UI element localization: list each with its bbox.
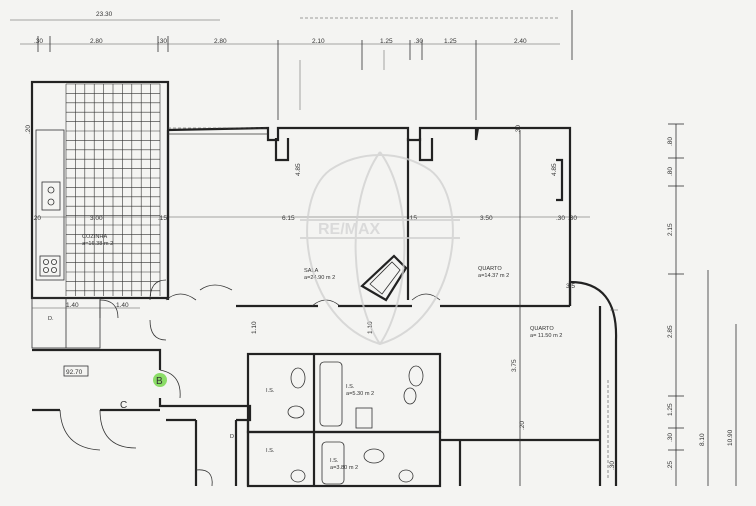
dim-kitchen-4: 6.15 — [282, 215, 295, 222]
dim-right-edge: .30 — [609, 461, 616, 470]
dim-top-6: 1.25 — [380, 38, 393, 45]
dim-kitchen-5: .15 — [408, 215, 417, 222]
dim-top-total: 23.30 — [96, 11, 113, 18]
watermark-text: RE/MAX — [318, 221, 381, 238]
corridor-walls — [32, 280, 618, 487]
dim-kitchen-3: .15 — [158, 215, 167, 222]
bath2-area: a=3.80 m 2 — [330, 465, 358, 471]
dim-top-9: 2.40 — [514, 38, 527, 45]
sala-area: a=24.90 m 2 — [304, 275, 335, 281]
dim-kitchen-1: .20 — [32, 215, 41, 222]
marker-b[interactable]: B — [153, 373, 167, 387]
dim-right-5: 1.25 — [667, 403, 674, 416]
dim-top-4: 2.80 — [214, 38, 227, 45]
dim-wall-2: 4.85 — [551, 163, 558, 176]
dim-right-total-2: 10.90 — [727, 429, 734, 446]
dim-kitchen-6: 3.50 — [480, 215, 493, 222]
room-d1: D. — [48, 316, 54, 322]
dim-corr-3: 3.75 — [511, 359, 518, 372]
dim-top-3: .30 — [158, 38, 167, 45]
kitchen — [30, 80, 170, 349]
quarto2-name: QUARTO — [530, 326, 554, 332]
dim-right-4: 2.85 — [667, 325, 674, 338]
kitchen-area: a=16.38 m 2 — [82, 241, 113, 247]
kitchen-tiles — [65, 83, 161, 296]
dim-right-3: 2.15 — [667, 223, 674, 236]
dim-right-2: .80 — [667, 167, 674, 176]
quarto2-area: a= 11.50 m 2 — [530, 333, 562, 339]
room-d2: D — [230, 434, 234, 440]
dim-wall-1: 4.85 — [295, 163, 302, 176]
dim-corr-4: .20 — [519, 421, 526, 430]
bathrooms — [246, 352, 442, 488]
fireplace — [360, 254, 408, 302]
right-dimension-column — [610, 123, 737, 486]
dim-right-7: .25 — [667, 461, 674, 470]
quarto1-area: a=14.37 m 2 — [478, 273, 509, 279]
dim-top-2: 2.80 — [90, 38, 103, 45]
dim-kitchen-small-1: 1.40 — [66, 302, 79, 309]
dim-kitchen-2: 3.00 — [90, 215, 103, 222]
dim-kitchen-small-2: 1.40 — [116, 302, 129, 309]
elevation-label: 92.70 — [66, 369, 83, 376]
bath2-short: I.S. — [266, 448, 275, 454]
dim-kitchen-8: .30 — [568, 215, 577, 222]
top-dimension-lines — [10, 10, 573, 120]
kitchen-name: COZINHA — [82, 234, 107, 240]
bath1-short: I.S. — [266, 388, 275, 394]
dim-corr-1: 1.10 — [251, 321, 258, 334]
dim-top-8: 1.25 — [444, 38, 457, 45]
bath1-name: I.S. — [346, 384, 355, 390]
dim-right-1: .80 — [667, 137, 674, 146]
dim-top-5: 2.10 — [312, 38, 325, 45]
marker-b-label: B — [156, 376, 163, 387]
dim-right-6: .30 — [667, 433, 674, 442]
dim-right-total-1: 8.10 — [699, 433, 706, 446]
main-block-walls — [165, 126, 572, 308]
dim-top-1: .30 — [34, 38, 43, 45]
corridor-label: C — [120, 400, 127, 411]
dim-kitchen-7: .30 — [556, 215, 565, 222]
quarto1-name: QUARTO — [478, 266, 502, 272]
bath1-area: a=5.30 m 2 — [346, 391, 374, 397]
sala-name: SALA — [304, 268, 319, 274]
dim-wall-3: .30 — [515, 125, 522, 134]
bath2-name: I.S. — [330, 458, 339, 464]
dim-top-7: .30 — [414, 38, 423, 45]
remax-watermark-icon: RE/MAX — [300, 151, 460, 346]
dim-kitchen-top: .20 — [25, 125, 32, 134]
